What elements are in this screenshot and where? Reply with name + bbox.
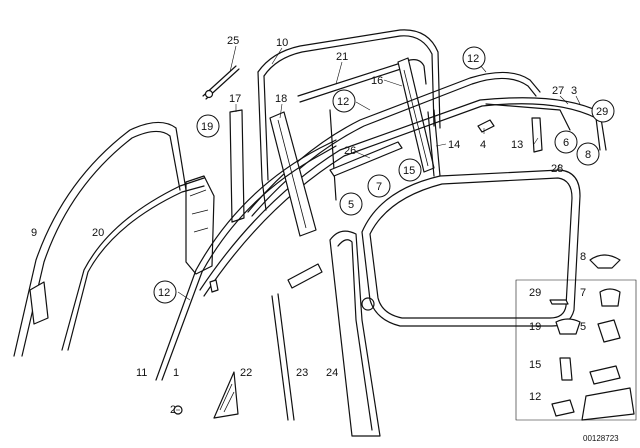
part-24-rear-seal bbox=[329, 230, 381, 437]
part-20-inner-strip bbox=[61, 177, 205, 351]
label-16: 16 bbox=[371, 75, 383, 87]
part-9-door-frame bbox=[13, 121, 187, 357]
part-23-vertical-strip bbox=[271, 263, 323, 421]
label-29-a: 29 bbox=[596, 106, 608, 118]
part-1-guide-strip bbox=[155, 139, 337, 381]
label-20: 20 bbox=[92, 227, 104, 239]
part-16-b-pillar-trim bbox=[397, 57, 435, 173]
label-28: 28 bbox=[551, 163, 563, 175]
label-23: 23 bbox=[296, 367, 308, 379]
part-3-roof-strip bbox=[199, 97, 607, 297]
part-12-roof-moulding bbox=[247, 71, 541, 217]
fastener-legend bbox=[515, 254, 637, 421]
callout-labels: 25 10 21 12 27 3 29 17 18 16 12 19 4 13 … bbox=[31, 35, 619, 443]
label-12-c: 12 bbox=[158, 287, 170, 299]
label-13: 13 bbox=[511, 139, 523, 151]
label-14: 14 bbox=[448, 139, 460, 151]
part-13-end-cap bbox=[531, 117, 543, 153]
label-11: 11 bbox=[136, 367, 147, 379]
document-number: 00128723 bbox=[583, 434, 619, 443]
label-15-a: 15 bbox=[403, 165, 415, 177]
part-10-window-frame bbox=[257, 29, 441, 211]
label-15-b: 15 bbox=[529, 359, 541, 371]
label-24: 24 bbox=[326, 367, 338, 379]
part-26-trim-strip bbox=[329, 141, 403, 177]
label-12-d: 12 bbox=[529, 391, 541, 403]
label-8-a: 8 bbox=[585, 149, 591, 161]
part-19-a-pillar-bracket bbox=[185, 175, 215, 275]
label-21: 21 bbox=[336, 51, 348, 63]
label-7-a: 7 bbox=[376, 181, 382, 193]
label-17: 17 bbox=[229, 93, 241, 105]
label-12-a: 12 bbox=[467, 53, 479, 65]
part-17-pillar-strip bbox=[229, 109, 245, 223]
label-8-b: 8 bbox=[580, 251, 586, 263]
label-7-b: 7 bbox=[580, 287, 586, 299]
label-27: 27 bbox=[552, 85, 564, 97]
label-19-b: 19 bbox=[529, 321, 541, 333]
part-door-seal bbox=[361, 169, 581, 327]
label-6: 6 bbox=[563, 137, 569, 149]
label-2: 2 bbox=[170, 404, 176, 416]
label-4: 4 bbox=[480, 139, 486, 151]
label-29-b: 29 bbox=[529, 287, 541, 299]
label-22: 22 bbox=[240, 367, 252, 379]
label-18: 18 bbox=[275, 93, 287, 105]
label-10: 10 bbox=[276, 37, 288, 49]
label-9: 9 bbox=[31, 227, 37, 239]
label-3: 3 bbox=[571, 85, 577, 97]
label-5-b: 5 bbox=[580, 321, 586, 333]
label-19-a: 19 bbox=[201, 121, 213, 133]
label-1: 1 bbox=[173, 367, 179, 379]
part-22-triangle-trim bbox=[213, 371, 239, 419]
label-12-b: 12 bbox=[337, 96, 349, 108]
part-18-b-pillar-garnish bbox=[269, 111, 317, 237]
label-5-a: 5 bbox=[348, 199, 354, 211]
label-26: 26 bbox=[344, 145, 356, 157]
part-14-vertical-post bbox=[427, 109, 441, 177]
label-25: 25 bbox=[227, 35, 239, 47]
part-4-clip bbox=[477, 119, 495, 133]
